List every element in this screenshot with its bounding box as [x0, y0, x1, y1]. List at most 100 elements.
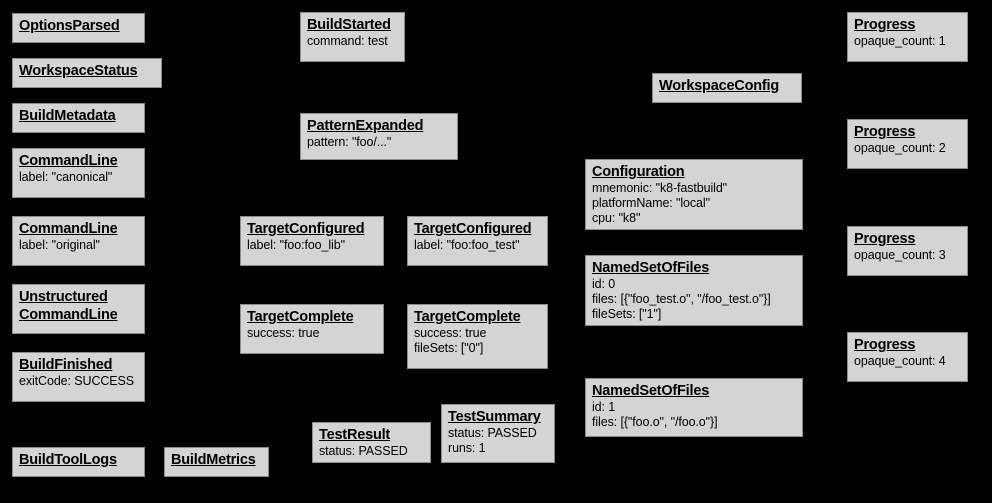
event-node-field: label: "original": [19, 238, 100, 252]
event-node-title: TestSummary: [448, 408, 548, 426]
event-node-title-line: BuildToolLogs: [19, 452, 117, 468]
event-node-title: NamedSetOfFiles: [592, 382, 796, 400]
event-node-field: files: [{"foo_test.o", "/foo_test.o"}]: [592, 292, 771, 306]
event-node-title-line: TestResult: [319, 427, 391, 443]
event-node-build-tool-logs[interactable]: BuildToolLogs: [12, 447, 145, 477]
event-node-title: BuildMetadata: [19, 107, 138, 125]
event-node-title: Progress: [854, 230, 961, 248]
event-node-title-line: BuildMetrics: [171, 452, 256, 468]
event-node-title: BuildFinished: [19, 356, 138, 374]
event-node-title-line: BuildMetadata: [19, 108, 116, 124]
event-node-title-line: TargetComplete: [247, 309, 354, 325]
event-node-title-line: Progress: [854, 17, 916, 33]
event-node-field: opaque_count: 4: [854, 354, 946, 368]
event-node-title-line: Progress: [854, 231, 916, 247]
event-node-title: TargetComplete: [414, 308, 541, 326]
event-node-title: CommandLine: [19, 152, 138, 170]
event-node-field: fileSets: ["0"]: [414, 341, 484, 355]
event-node-field: command: test: [307, 34, 388, 48]
event-node-field: success: true: [247, 326, 320, 340]
event-node-title-line: BuildStarted: [307, 17, 391, 33]
event-node-title-line: NamedSetOfFiles: [592, 260, 710, 276]
event-node-workspace-config[interactable]: WorkspaceConfig: [652, 73, 802, 103]
event-node-field: status: PASSED: [448, 426, 537, 440]
event-node-field: label: "foo:foo_test": [414, 238, 520, 252]
event-node-title: TestResult: [319, 426, 424, 444]
event-node-title-line: TargetComplete: [414, 309, 521, 325]
event-node-field: id: 0: [592, 277, 616, 291]
event-node-title-line: CommandLine: [19, 153, 118, 169]
event-node-title: Progress: [854, 336, 961, 354]
event-node-title: TargetComplete: [247, 308, 377, 326]
event-node-build-metadata[interactable]: BuildMetadata: [12, 103, 145, 133]
event-node-title: WorkspaceConfig: [659, 77, 795, 95]
event-node-field: platformName: "local": [592, 196, 710, 210]
event-node-field: label: "foo:foo_lib": [247, 238, 345, 252]
event-node-field: opaque_count: 3: [854, 248, 946, 262]
event-node-title: Progress: [854, 123, 961, 141]
event-node-title-line: WorkspaceStatus: [19, 63, 138, 79]
event-node-title-line: TargetConfigured: [247, 221, 365, 237]
event-node-title-line: BuildFinished: [19, 357, 113, 373]
event-node-title-line: CommandLine: [19, 307, 118, 323]
event-node-title-line: TestSummary: [448, 409, 541, 425]
event-node-title-line: Unstructured: [19, 289, 108, 305]
event-node-field: exitCode: SUCCESS: [19, 374, 135, 388]
event-node-title-line: OptionsParsed: [19, 18, 120, 34]
event-node-title-line: PatternExpanded: [307, 118, 424, 134]
event-node-field: label: "canonical": [19, 170, 113, 184]
event-node-title: BuildMetrics: [171, 451, 262, 469]
event-node-field: cpu: "k8": [592, 211, 641, 225]
event-node-title: OptionsParsed: [19, 17, 138, 35]
event-node-field: status: PASSED: [319, 444, 408, 458]
event-node-field: id: 1: [592, 400, 616, 414]
event-node-options-parsed[interactable]: OptionsParsed: [12, 13, 145, 43]
event-node-title-line: Progress: [854, 124, 916, 140]
event-node-title: CommandLine: [19, 220, 138, 238]
event-node-title-line: CommandLine: [19, 221, 118, 237]
event-node-build-metrics[interactable]: BuildMetrics: [164, 447, 269, 477]
event-node-title: TargetConfigured: [414, 220, 541, 238]
event-node-title: BuildStarted: [307, 16, 398, 34]
event-node-title: PatternExpanded: [307, 117, 451, 135]
event-node-title: NamedSetOfFiles: [592, 259, 796, 277]
event-node-field: fileSets: ["1"]: [592, 307, 662, 321]
event-node-field: success: true: [414, 326, 487, 340]
event-node-field: opaque_count: 2: [854, 141, 946, 155]
event-node-title: TargetConfigured: [247, 220, 377, 238]
event-node-field: mnemonic: "k8-fastbuild": [592, 181, 728, 195]
event-node-title-line: Configuration: [592, 164, 685, 180]
event-node-title-line: NamedSetOfFiles: [592, 383, 710, 399]
event-node-title-line: Progress: [854, 337, 916, 353]
event-node-workspace-status[interactable]: WorkspaceStatus: [12, 58, 162, 88]
event-node-field: runs: 1: [448, 441, 486, 455]
event-node-title: WorkspaceStatus: [19, 62, 155, 80]
event-node-field: pattern: "foo/...": [307, 135, 392, 149]
event-node-field: opaque_count: 1: [854, 34, 946, 48]
event-node-title-line: WorkspaceConfig: [659, 78, 780, 94]
event-node-field: files: [{"foo.o", "/foo.o"}]: [592, 415, 718, 429]
event-node-title-line: TargetConfigured: [414, 221, 532, 237]
event-node-title: Configuration: [592, 163, 796, 181]
